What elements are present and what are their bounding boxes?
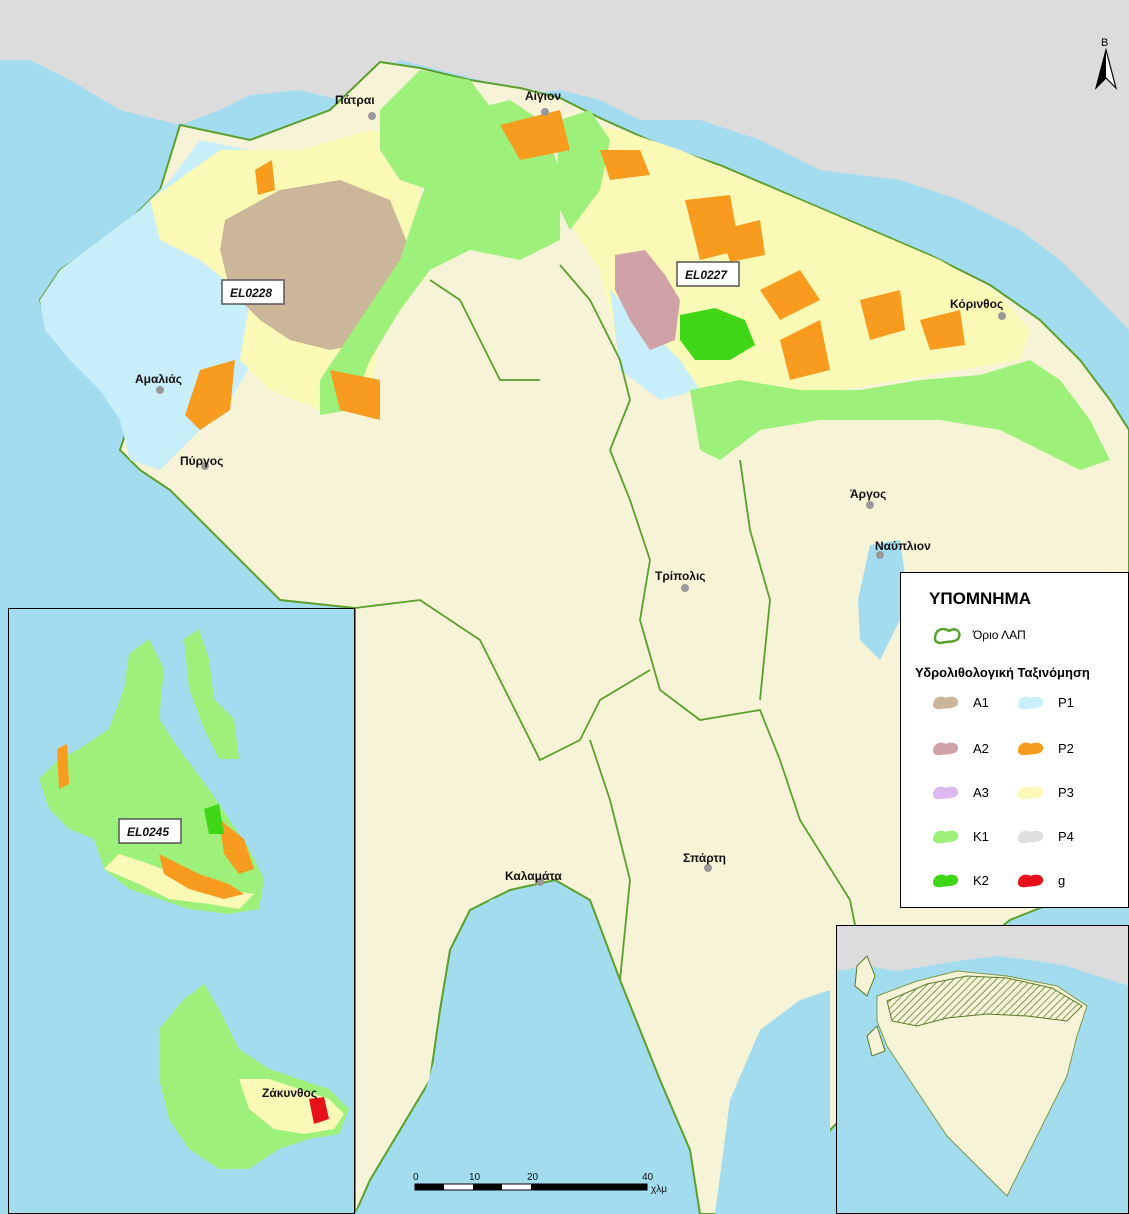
locator-hatched-basins [886, 975, 1083, 1027]
region-p2-e7 [920, 310, 965, 350]
legend-subtitle: Υδρολιθολογική Ταξινόμηση [915, 665, 1090, 680]
kef-orange [159, 854, 244, 899]
city-label-kalamata: Καλαμάτα [505, 869, 562, 883]
region-p2-e1 [500, 110, 570, 160]
region-k1-west-2 [380, 70, 500, 190]
boundary-icon [933, 627, 961, 645]
legend-title: ΥΠΟΜΝΗΜΑ [929, 589, 1031, 608]
swatch-icon [931, 871, 961, 889]
argolic-gulf [858, 540, 905, 660]
locator-svg [837, 926, 1128, 1197]
city-label-amalias: Αμαλιάς [135, 372, 182, 386]
messinian-gulf [355, 885, 640, 1214]
scale-bar: 0 10 20 40 χλμ [413, 1172, 667, 1195]
scale-tick-0: 0 [413, 1172, 419, 1183]
code-label-el0245: EL0245 [118, 818, 182, 844]
city-markers [156, 108, 1006, 886]
swatch-icon [1016, 739, 1046, 757]
zak-g [309, 1097, 329, 1124]
legend-item-a2: A2 [931, 739, 989, 757]
mainland-north [0, 0, 1129, 330]
city-label-patrai: Πάτραι [335, 93, 375, 107]
city-labels: Πάτραι Αίγιον Κόρινθος Αμαλιάς Πύργος Άρ… [135, 89, 1003, 883]
kef-orange-west [57, 744, 69, 789]
code-label-el0228: EL0228 [221, 279, 285, 305]
legend-item-p2: P2 [1016, 739, 1074, 757]
swatch-icon [1016, 871, 1046, 889]
north-label: Β [1101, 37, 1108, 49]
code-label-el0227: EL0227 [676, 261, 740, 287]
kef-orange-2 [219, 819, 254, 874]
city-label-tripolis: Τρίπολις [655, 569, 706, 583]
scale-unit: χλμ [651, 1184, 667, 1195]
legend-item-p3: P3 [1016, 783, 1074, 801]
region-k1-east [690, 360, 1110, 470]
city-label-zakynthos: Ζάκυνθος [262, 1086, 317, 1100]
region-p2-e6 [860, 290, 905, 340]
legend-item-k1: K1 [931, 827, 989, 845]
swatch-icon [931, 693, 961, 711]
region-k2-east [680, 308, 755, 360]
inset-locator-map[interactable] [836, 925, 1129, 1214]
inset-ionian-islands[interactable]: Ζάκυνθος EL0245 [8, 608, 355, 1214]
swatch-icon [1016, 783, 1046, 801]
legend-boundary-item: Όριο ΛΑΠ [931, 625, 1026, 645]
locator-peloponnese [876, 970, 1088, 1197]
locator-mainland [837, 926, 1128, 986]
legend-item-a1: A1 [931, 693, 989, 711]
swatch-icon [931, 827, 961, 845]
swatch-icon [931, 783, 961, 801]
legend-item-p1: P1 [1016, 693, 1074, 711]
region-p2-w1 [330, 370, 380, 420]
legend-item-k2: K2 [931, 871, 989, 889]
city-label-aigion: Αίγιον [525, 89, 561, 103]
city-label-pyrgos: Πύργος [180, 454, 223, 468]
legend: ΥΠΟΜΝΗΜΑ Όριο ΛΑΠ Υδρολιθολογική Ταξινόμ… [900, 572, 1129, 908]
region-p2-w3 [255, 160, 275, 195]
legend-item-a3: A3 [931, 783, 989, 801]
prefecture-boundaries [354, 264, 871, 1001]
region-p2-e8 [720, 220, 765, 262]
region-p2-w2 [185, 360, 235, 430]
scale-tick-20: 20 [527, 1172, 539, 1183]
kef-k2 [204, 804, 224, 834]
svg-text:EL0245: EL0245 [127, 825, 169, 839]
legend-item-p4: P4 [1016, 827, 1074, 845]
region-k1-north [555, 110, 610, 230]
swatch-icon [1016, 827, 1046, 845]
scale-tick-10: 10 [469, 1172, 481, 1183]
zakynthos [159, 984, 349, 1169]
ithaca [184, 629, 239, 759]
laconian-gulf [715, 990, 830, 1214]
swatch-icon [1016, 693, 1046, 711]
city-label-argos: Άργος [850, 487, 886, 501]
city-label-nafplion: Ναύπλιον [875, 539, 931, 553]
legend-item-g: g [1016, 871, 1065, 889]
region-p2-e5 [780, 320, 830, 380]
swatch-icon [931, 739, 961, 757]
north-arrow-icon: Β [1094, 37, 1118, 90]
region-a2 [615, 250, 680, 350]
svg-text:EL0228: EL0228 [230, 286, 272, 300]
locator-islands [854, 955, 886, 1057]
legend-boundary-label: Όριο ΛΑΠ [973, 628, 1026, 642]
region-p2-e2 [600, 150, 650, 180]
kefalonia [39, 639, 264, 914]
city-label-sparti: Σπάρτη [683, 851, 726, 865]
region-p2-e4 [760, 270, 820, 320]
region-k1-west [320, 100, 560, 415]
region-p3-east [560, 120, 1030, 400]
city-label-korinthos: Κόρινθος [950, 297, 1003, 311]
scale-tick-40: 40 [642, 1172, 654, 1183]
inset-ionian-svg: Ζάκυνθος EL0245 [39, 629, 349, 1169]
svg-text:EL0227: EL0227 [685, 268, 728, 282]
region-a1 [220, 180, 410, 350]
